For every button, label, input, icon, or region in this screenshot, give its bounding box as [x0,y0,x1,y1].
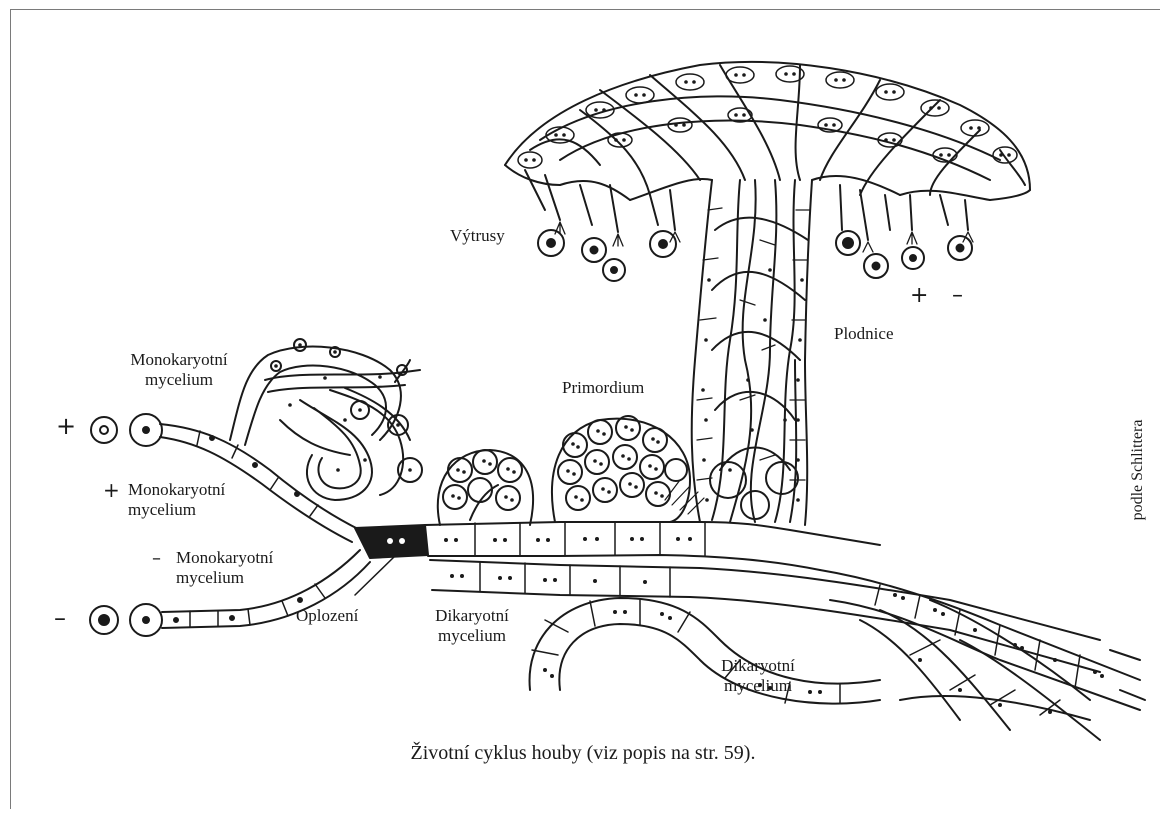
label-mono-minus: Monokaryotní mycelium [176,548,273,588]
label-mono-minus-line2: mycelium [176,568,273,588]
figure-caption: Životní cyklus houby (viz popis na str. … [0,742,1166,765]
sign-plus-spore: + [56,414,76,438]
hyphal-knot [438,450,533,525]
label-mono-top: Monokaryotní mycelium [114,350,244,390]
sign-minus-spore: – [54,606,66,630]
label-mono-top-line1: Monokaryotní [114,350,244,370]
label-dikaryon-1-line1: Dikaryotní [412,606,532,626]
label-mono-minus-line1: Monokaryotní [176,548,273,568]
spore-plus [91,417,117,443]
label-dikaryon-1-line2: mycelium [412,626,532,646]
cap [505,62,1030,252]
label-spores: Výtrusy [450,226,505,246]
label-dikaryon-1: Dikaryotní mycelium [412,606,532,646]
primordium [552,416,704,522]
label-mono-plus-line2: mycelium [128,500,225,520]
sign-minus-mono: – [152,547,161,571]
sign-minus-cap: – [952,284,963,308]
sign-plus-mono: + [103,478,120,502]
label-dikaryon-2: Dikaryotní mycelium [698,656,818,696]
label-fruiting-body: Plodnice [834,324,894,344]
illustration-credit: podle Schlittera [1129,420,1147,521]
spore-minus [90,606,118,634]
label-mono-plus: Monokaryotní mycelium [128,480,225,520]
label-dikaryon-2-line2: mycelium [698,676,818,696]
label-mono-plus-line1: Monokaryotní [128,480,225,500]
stipe [692,180,812,525]
label-dikaryon-2-line1: Dikaryotní [698,656,818,676]
label-primordium: Primordium [562,378,644,398]
sign-plus-cap: + [910,284,928,308]
label-mono-top-line2: mycelium [114,370,244,390]
label-fertilization: Oplození [296,606,358,626]
